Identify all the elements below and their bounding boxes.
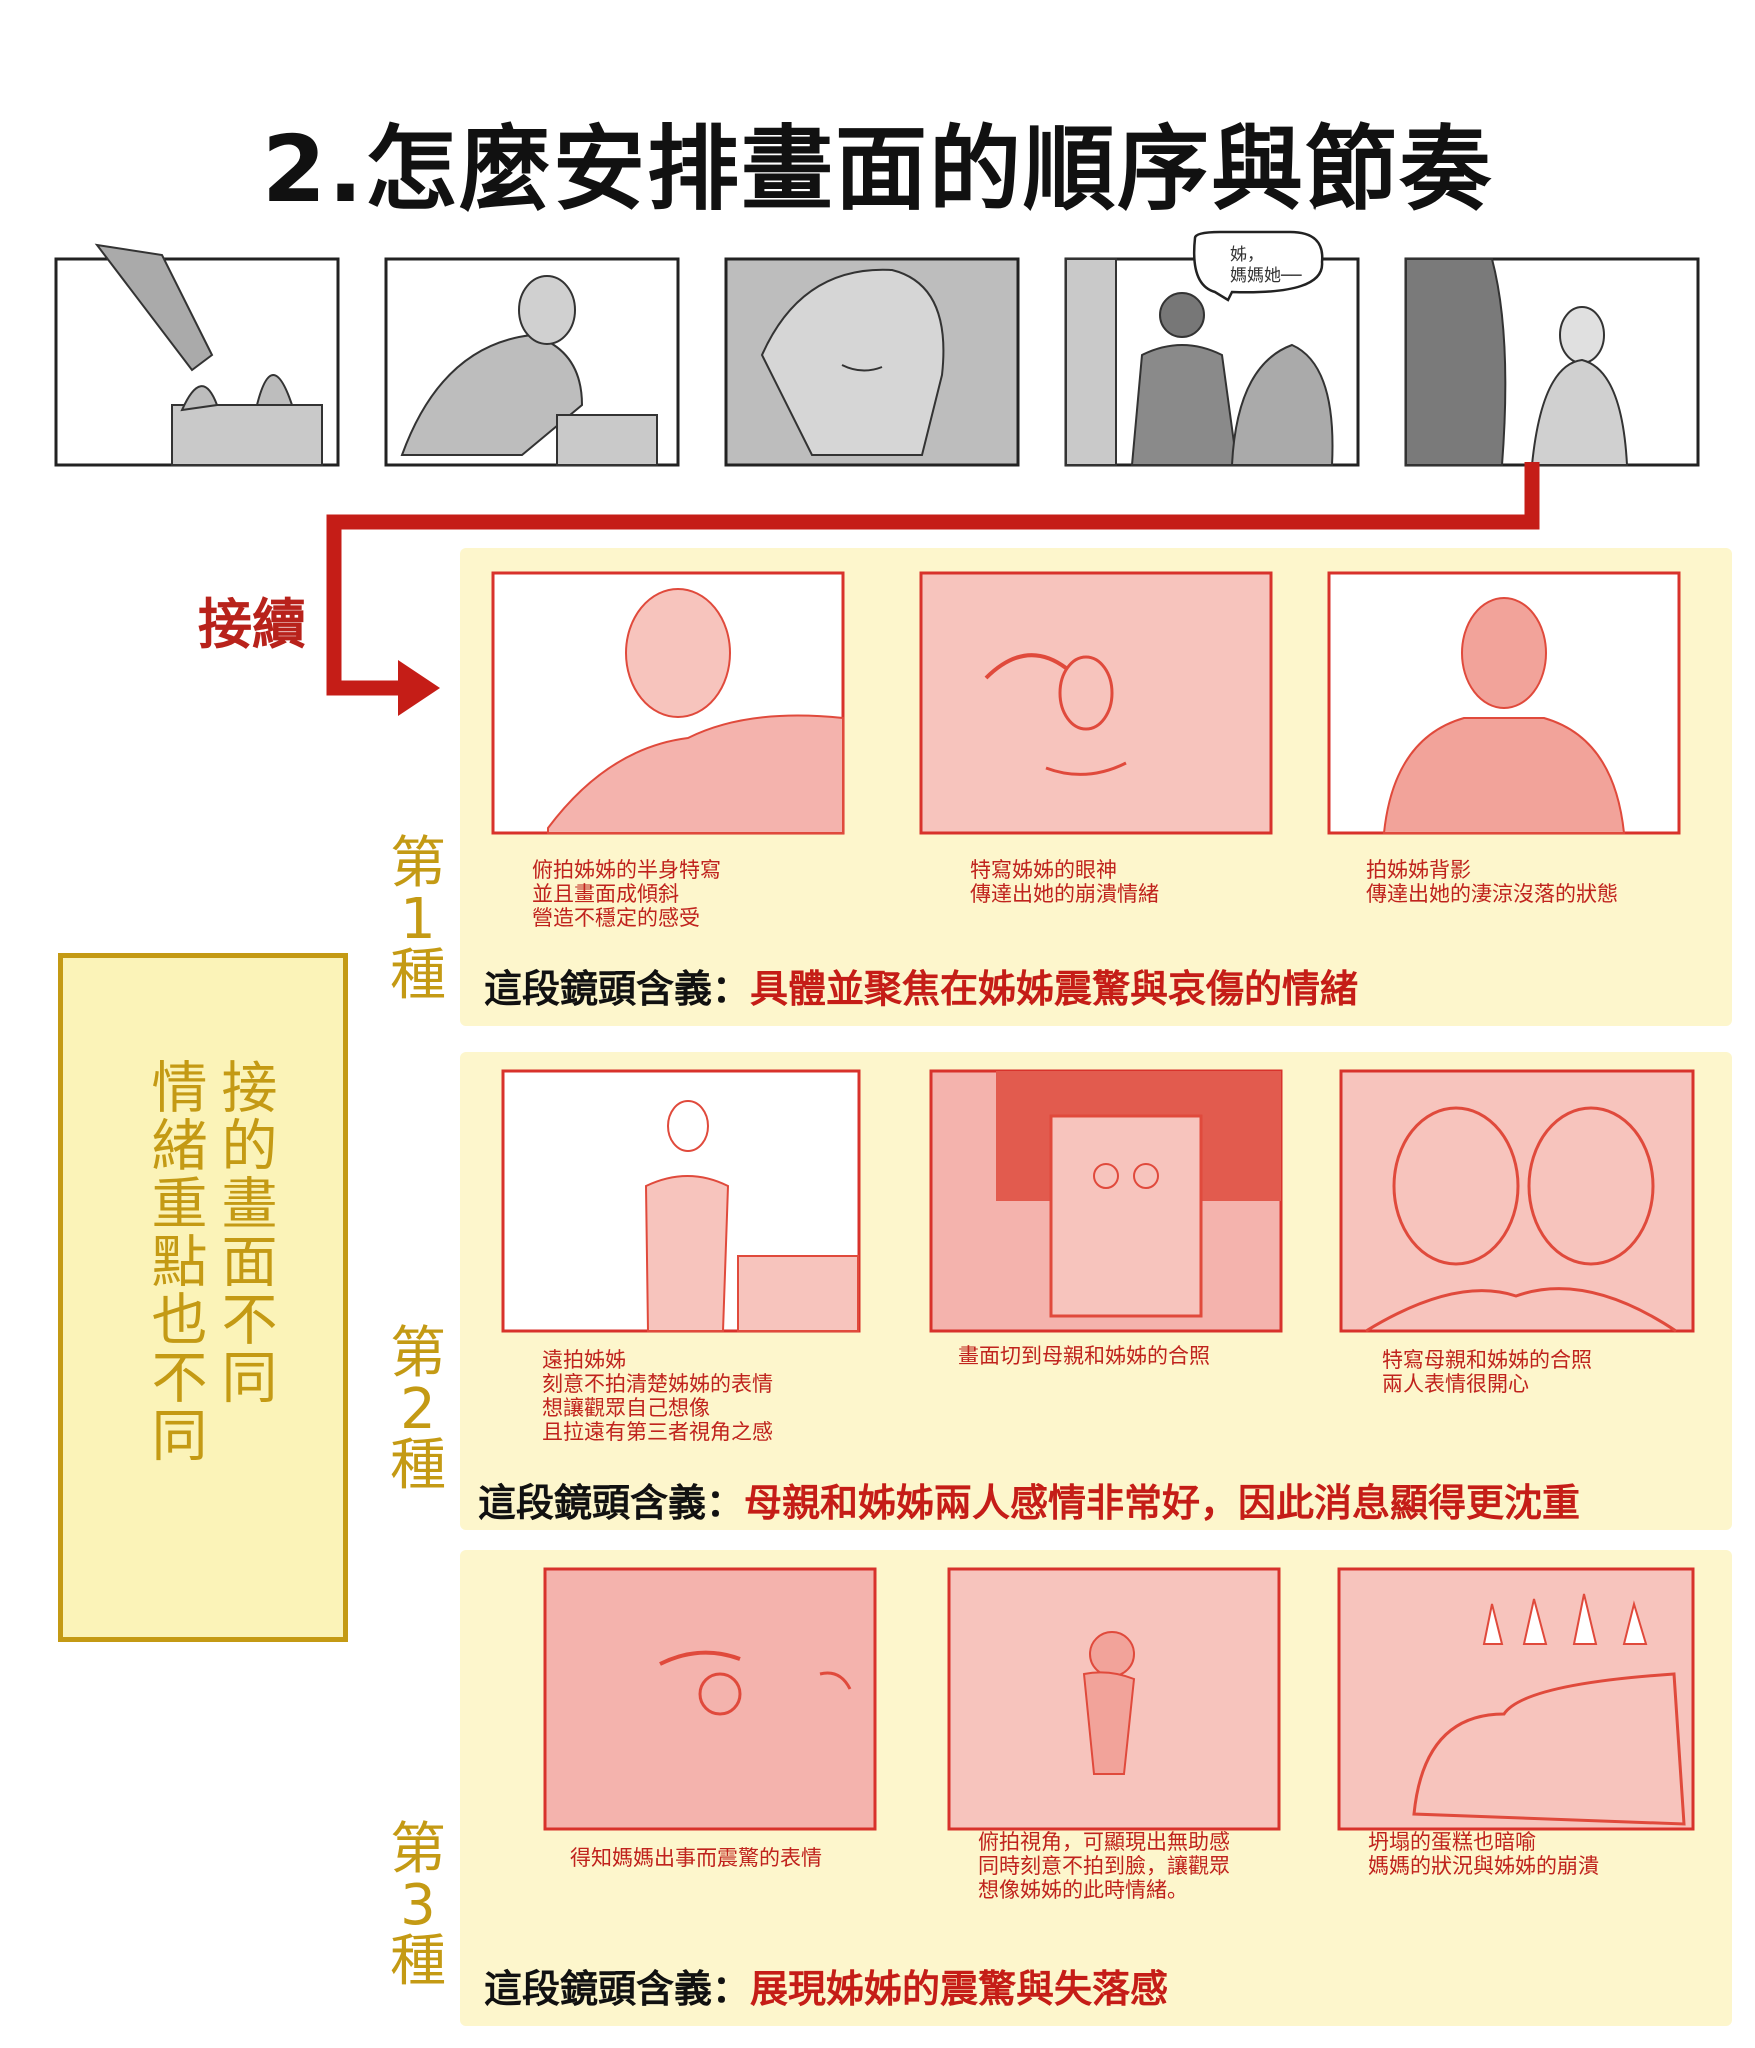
side-note-box: 接的畫面不同 情緒重點也不同 [58,953,348,1642]
sketch-frame-2-1 [498,1066,864,1336]
caption-3-2: 俯拍視角，可顯現出無助感 同時刻意不拍到臉，讓觀眾 想像姊姊的此時情緒。 [978,1830,1230,1902]
type-label-3: 第3種 [390,1817,446,1994]
sketch-frame-3-3 [1334,1564,1698,1834]
sketch-frame-1-3 [1324,568,1684,838]
sketch-frame-3-2 [944,1564,1284,1834]
side-note-line1: 接的畫面不同 [212,1058,277,1406]
meaning-line-3: 這段鏡頭含義：展現姊姊的震驚與失落感 [484,1967,1169,2011]
sketch-frame-1-1 [488,568,848,838]
storyboard-frame-decorating-cake [382,255,682,470]
storyboard-frame-pastry-bag [52,243,342,470]
caption-1-1: 俯拍姊姊的半身特寫 並且畫面成傾斜 營造不穩定的感受 [532,858,721,930]
storyboard-frame-brother-enters [1062,255,1362,470]
meaning-line-2: 這段鏡頭含義：母親和姊姊兩人感情非常好，因此消息顯得更沈重 [478,1481,1581,1525]
type-label-1: 第1種 [390,831,446,1008]
sketch-frame-2-3 [1336,1066,1698,1336]
caption-3-1: 得知媽媽出事而震驚的表情 [570,1846,822,1870]
sketch-frame-3-1 [540,1564,880,1834]
sketch-frame-2-2 [926,1066,1286,1336]
sketch-frame-1-2 [916,568,1276,838]
caption-1-2: 特寫姊姊的眼神 傳達出她的崩潰情緒 [970,858,1159,906]
storyboard-frame-sister-shocked [1402,255,1702,470]
caption-2-3: 特寫母親和姊姊的合照 兩人表情很開心 [1382,1348,1592,1396]
flow-label: 接續 [198,593,306,656]
caption-3-3: 坍塌的蛋糕也暗喻 媽媽的狀況與姊姊的崩潰 [1368,1830,1599,1878]
caption-2-1: 遠拍姊姊 刻意不拍清楚姊姊的表情 想讓觀眾自己想像 且拉遠有第三者視角之感 [542,1348,773,1444]
side-note-line2: 情緒重點也不同 [142,1058,207,1464]
caption-1-3: 拍姊姊背影 傳達出她的淒涼沒落的狀態 [1366,858,1618,906]
storyboard-frame-face-closeup [722,255,1022,470]
type-label-2: 第2種 [390,1321,446,1498]
caption-2-2: 畫面切到母親和姊姊的合照 [958,1344,1210,1368]
page-title: 2.怎麼安排畫面的順序與節奏 [262,116,1493,223]
speech-bubble-text: 姊， 媽媽她── [1230,245,1302,286]
meaning-line-1: 這段鏡頭含義：具體並聚焦在姊姊震驚與哀傷的情緒 [484,967,1359,1011]
